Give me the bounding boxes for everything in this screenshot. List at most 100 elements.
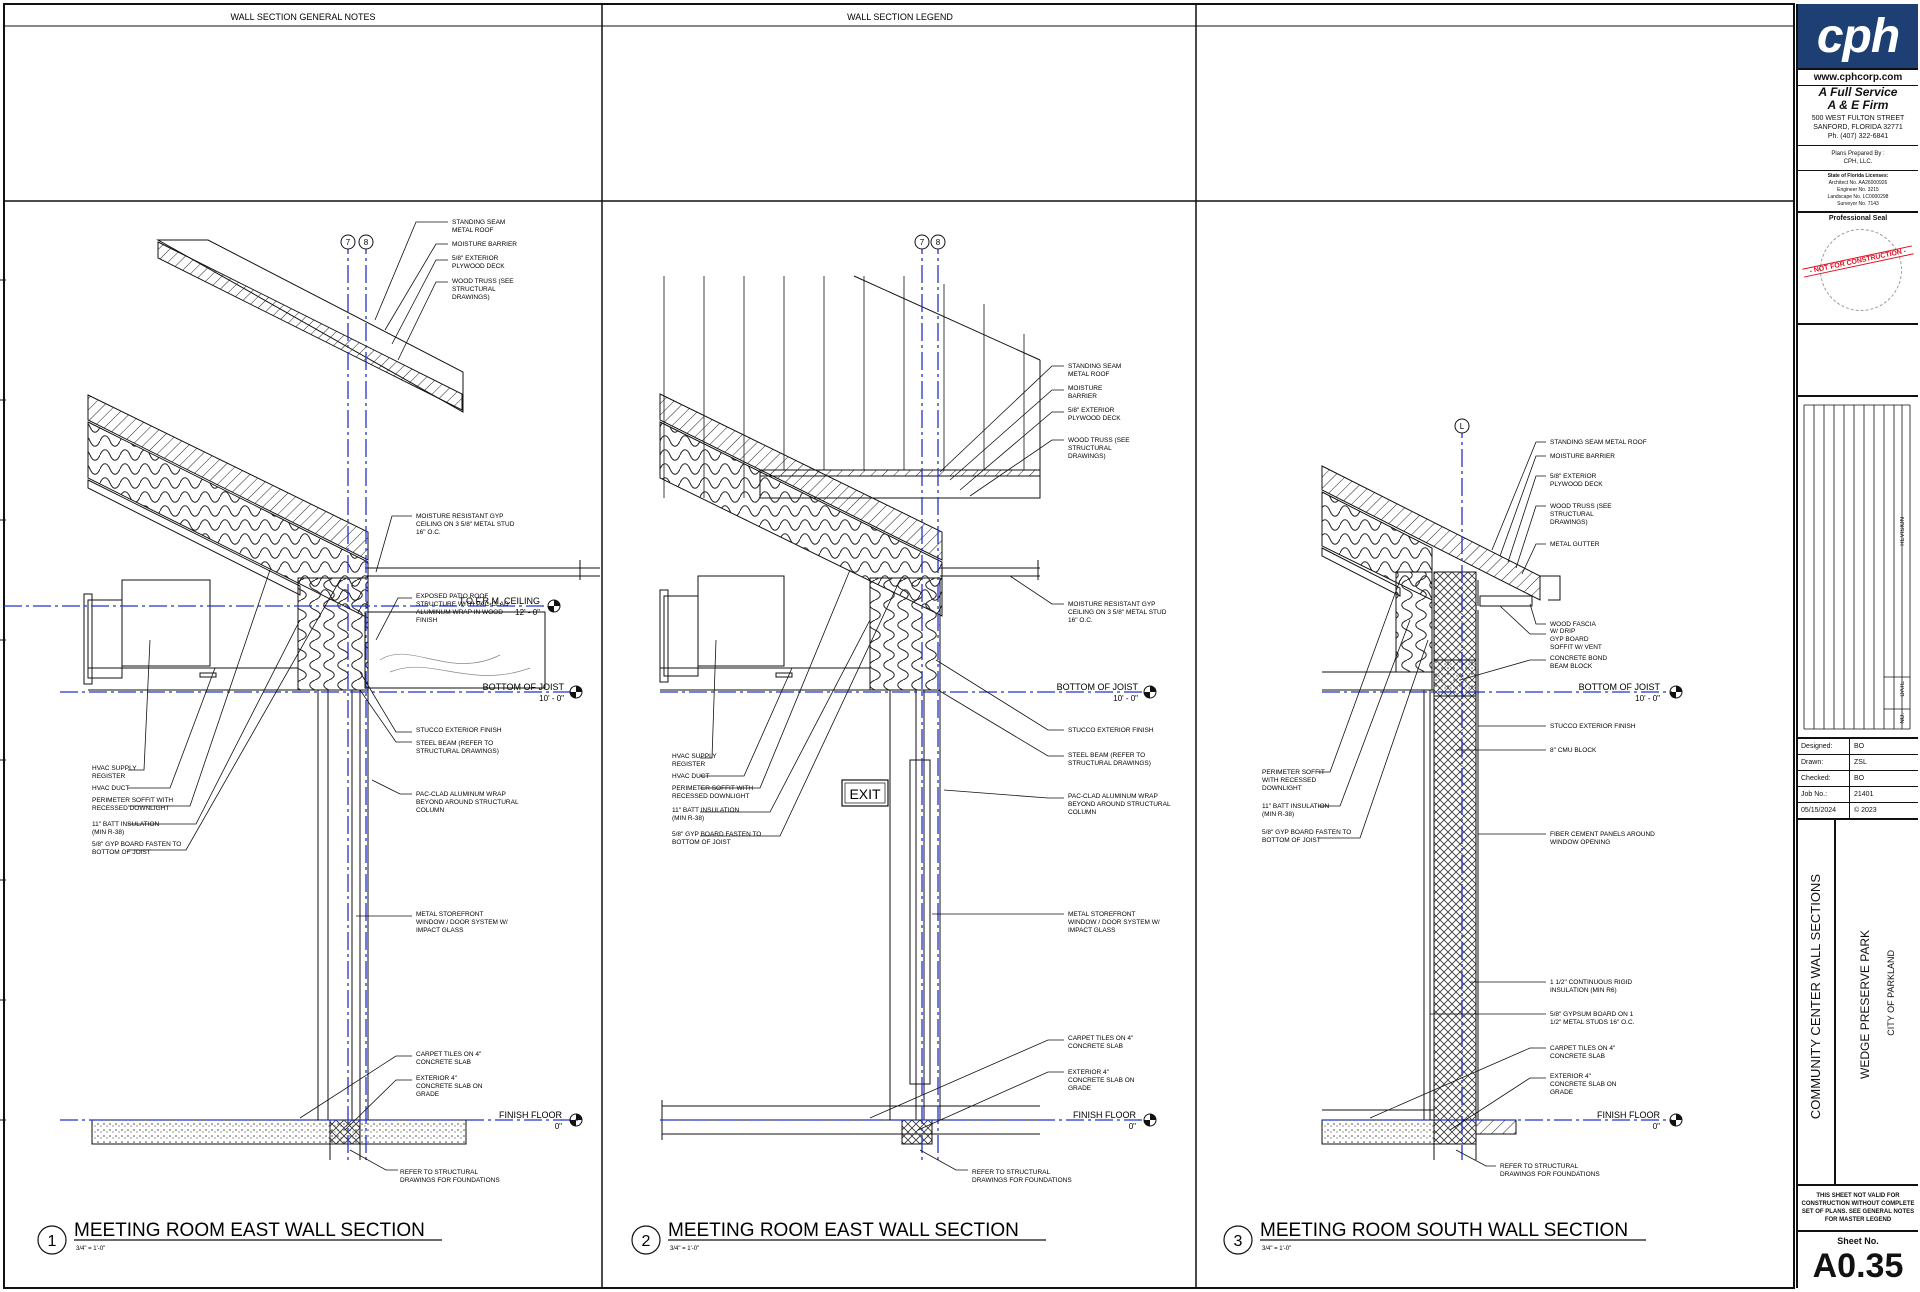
- svg-text:DRAWINGS FOR FOUNDATIONS: DRAWINGS FOR FOUNDATIONS: [1500, 1171, 1600, 1178]
- svg-text:STRUCTURAL: STRUCTURAL: [1550, 511, 1594, 518]
- svg-text:11" BATT INSULATION: 11" BATT INSULATION: [672, 807, 740, 814]
- grid-bubble-b: 8: [936, 238, 941, 247]
- svg-text:16" O.C.: 16" O.C.: [416, 529, 441, 536]
- svg-text:8" CMU BLOCK: 8" CMU BLOCK: [1550, 747, 1597, 754]
- svg-text:PAC-CLAD ALUMINUM WRAP: PAC-CLAD ALUMINUM WRAP: [416, 791, 506, 798]
- level-joist-value: 10' - 0": [539, 694, 564, 703]
- level-floor: FINISH FLOOR: [1073, 1110, 1137, 1120]
- professional-seal: Professional Seal - NOT FOR CONSTRUCTION…: [1798, 213, 1918, 325]
- license-line: Surveyor No. 7143: [1837, 201, 1879, 207]
- svg-text:STRUCTURAL: STRUCTURAL: [452, 286, 496, 293]
- detail-2-notes: STANDING SEAM METAL ROOF MOISTURE BARRIE…: [672, 363, 1171, 1184]
- svg-text:CONCRETE SLAB: CONCRETE SLAB: [1068, 1043, 1123, 1050]
- detail-1-scale: 3/4" = 1'-0": [76, 1246, 105, 1252]
- svg-text:5/8" EXTERIOR: 5/8" EXTERIOR: [452, 255, 499, 262]
- svg-text:MOISTURE RESISTANT GYP: MOISTURE RESISTANT GYP: [1068, 601, 1156, 608]
- svg-text:WINDOW OPENING: WINDOW OPENING: [1550, 839, 1610, 846]
- detail-1: 7 8 T.O.F.R.M. CEILING 12' - 0" BOTTOM O…: [4, 219, 600, 1255]
- svg-text:1/2" METAL STUDS 16" O.C.: 1/2" METAL STUDS 16" O.C.: [1550, 1019, 1635, 1026]
- svg-text:METAL GUTTER: METAL GUTTER: [1550, 541, 1600, 548]
- level-joist: BOTTOM OF JOIST: [1057, 682, 1139, 692]
- svg-text:CARPET TILES ON 4": CARPET TILES ON 4": [416, 1051, 482, 1058]
- detail-1-number: 1: [48, 1233, 57, 1250]
- tagline-1: A Full Service: [1818, 85, 1898, 99]
- revision-table: REVISION DATE NO.: [1798, 397, 1918, 739]
- date-row: 05/15/2024 © 2023: [1798, 803, 1918, 818]
- prepared-by-value: CPH, LLC.: [1843, 159, 1873, 165]
- detail-1-title: MEETING ROOM EAST WALL SECTION: [74, 1220, 425, 1241]
- note-line: FOR MASTER LEGEND: [1824, 1217, 1892, 1223]
- revision-label: REVISION: [1900, 517, 1906, 546]
- copyright: © 2023: [1854, 807, 1877, 814]
- project-name: WEDGE PRESERVE PARK: [1858, 930, 1872, 1079]
- detail-2-scale: 3/4" = 1'-0": [670, 1246, 699, 1252]
- validity-note: THIS SHEET NOT VALID FOR CONSTRUCTION WI…: [1798, 1186, 1918, 1232]
- level-joist: BOTTOM OF JOIST: [483, 682, 565, 692]
- tagline-2: A & E Firm: [1827, 98, 1889, 112]
- prepared-by-label: Plans Prepared By :: [1831, 151, 1885, 157]
- general-notes-header: WALL SECTION GENERAL NOTES: [230, 12, 375, 22]
- svg-text:DOWNLIGHT: DOWNLIGHT: [1262, 785, 1302, 792]
- licenses: State of Florida Licenses: Architect No.…: [1798, 171, 1918, 213]
- svg-text:DRAWINGS FOR FOUNDATIONS: DRAWINGS FOR FOUNDATIONS: [400, 1177, 500, 1184]
- svg-text:STRUCTURAL: STRUCTURAL: [1068, 445, 1112, 452]
- legend-header: WALL SECTION LEGEND: [847, 12, 953, 22]
- svg-text:HVAC SUPPLY: HVAC SUPPLY: [672, 753, 717, 760]
- svg-text:WOOD TRUSS (SEE: WOOD TRUSS (SEE: [1550, 503, 1612, 510]
- svg-text:5/8" GYP BOARD FASTEN TO: 5/8" GYP BOARD FASTEN TO: [672, 831, 761, 838]
- note-line: THIS SHEET NOT VALID FOR: [1816, 1193, 1900, 1199]
- svg-text:HVAC DUCT: HVAC DUCT: [672, 773, 709, 780]
- company-website[interactable]: www.cphcorp.com: [1798, 70, 1918, 86]
- svg-text:CONCRETE BOND: CONCRETE BOND: [1550, 655, 1607, 662]
- svg-text:STANDING SEAM METAL ROOF: STANDING SEAM METAL ROOF: [1550, 439, 1647, 446]
- svg-text:BEYOND AROUND STRUCTURAL: BEYOND AROUND STRUCTURAL: [416, 799, 519, 806]
- svg-text:5/8" GYP BOARD FASTEN TO: 5/8" GYP BOARD FASTEN TO: [92, 841, 181, 848]
- sheet-number-label: Sheet No.: [1837, 1236, 1879, 1246]
- svg-text:STEEL BEAM (REFER TO: STEEL BEAM (REFER TO: [416, 740, 493, 747]
- phone-line: Ph. (407) 322-6841: [1827, 133, 1889, 140]
- svg-text:GYP BOARD: GYP BOARD: [1550, 636, 1589, 643]
- svg-text:BOTTOM OF JOIST: BOTTOM OF JOIST: [1262, 837, 1321, 844]
- drawn-label: Drawn:: [1798, 755, 1850, 770]
- svg-text:5/8" GYPSUM BOARD ON 1: 5/8" GYPSUM BOARD ON 1: [1550, 1011, 1634, 1018]
- svg-text:GRADE: GRADE: [1550, 1089, 1574, 1096]
- designed-label: Designed:: [1798, 739, 1850, 754]
- svg-text:MOISTURE: MOISTURE: [1068, 385, 1103, 392]
- revision-grid: [1803, 404, 1911, 730]
- svg-text:CARPET TILES ON 4": CARPET TILES ON 4": [1550, 1045, 1616, 1052]
- svg-text:BOTTOM OF JOIST: BOTTOM OF JOIST: [672, 839, 731, 846]
- svg-text:ALUMINUM WRAP IN WOOD: ALUMINUM WRAP IN WOOD: [416, 609, 503, 616]
- svg-text:EXTERIOR 4": EXTERIOR 4": [1550, 1073, 1592, 1080]
- date-label: DATE: [1900, 681, 1906, 697]
- detail-2-number: 2: [642, 1233, 651, 1250]
- date-value: 05/15/2024: [1798, 803, 1850, 818]
- svg-text:BARRIER: BARRIER: [1068, 393, 1097, 400]
- svg-text:REFER TO STRUCTURAL: REFER TO STRUCTURAL: [1500, 1163, 1579, 1170]
- svg-text:REFER TO STRUCTURAL: REFER TO STRUCTURAL: [972, 1169, 1051, 1176]
- svg-text:WOOD FASCIA: WOOD FASCIA: [1550, 621, 1597, 628]
- svg-text:5/8" EXTERIOR: 5/8" EXTERIOR: [1068, 407, 1115, 414]
- svg-text:METAL ROOF: METAL ROOF: [1068, 371, 1110, 378]
- svg-text:INSULATION (MIN R6): INSULATION (MIN R6): [1550, 987, 1617, 994]
- project-info-table: Designed:BO Drawn:ZSL Checked:BO Job No.…: [1798, 739, 1918, 820]
- svg-text:DRAWINGS FOR FOUNDATIONS: DRAWINGS FOR FOUNDATIONS: [972, 1177, 1072, 1184]
- svg-text:W/ DRIP: W/ DRIP: [1550, 628, 1575, 635]
- svg-text:STRUCTURAL DRAWINGS): STRUCTURAL DRAWINGS): [1068, 760, 1151, 767]
- svg-text:GRADE: GRADE: [416, 1091, 440, 1098]
- cph-logo: cph: [1798, 4, 1918, 70]
- detail-2: EXIT 7 8 BOTTOM OF JOIST 10' - 0" FINISH…: [631, 234, 1171, 1255]
- svg-text:CONCRETE SLAB: CONCRETE SLAB: [1550, 1053, 1605, 1060]
- level-joist-value: 10' - 0": [1635, 694, 1660, 703]
- svg-text:CONCRETE SLAB ON: CONCRETE SLAB ON: [1550, 1081, 1617, 1088]
- svg-text:STANDING SEAM: STANDING SEAM: [452, 219, 505, 226]
- svg-text:COLUMN: COLUMN: [1068, 809, 1096, 816]
- license-line: Landscape No. LC0000298: [1827, 194, 1889, 200]
- svg-text:DRAWINGS): DRAWINGS): [1550, 519, 1588, 526]
- level-ceiling-value: 12' - 0": [515, 608, 540, 617]
- detail-3-scale: 3/4" = 1'-0": [1262, 1246, 1291, 1252]
- svg-text:CEILING ON 3 5/8" METAL STUD: CEILING ON 3 5/8" METAL STUD: [416, 521, 515, 528]
- svg-text:PERIMETER SOFFIT WITH: PERIMETER SOFFIT WITH: [672, 785, 753, 792]
- svg-text:STUCCO EXTERIOR FINISH: STUCCO EXTERIOR FINISH: [1068, 727, 1154, 734]
- svg-text:11" BATT INSULATION: 11" BATT INSULATION: [1262, 803, 1330, 810]
- no-label: NO.: [1900, 713, 1906, 724]
